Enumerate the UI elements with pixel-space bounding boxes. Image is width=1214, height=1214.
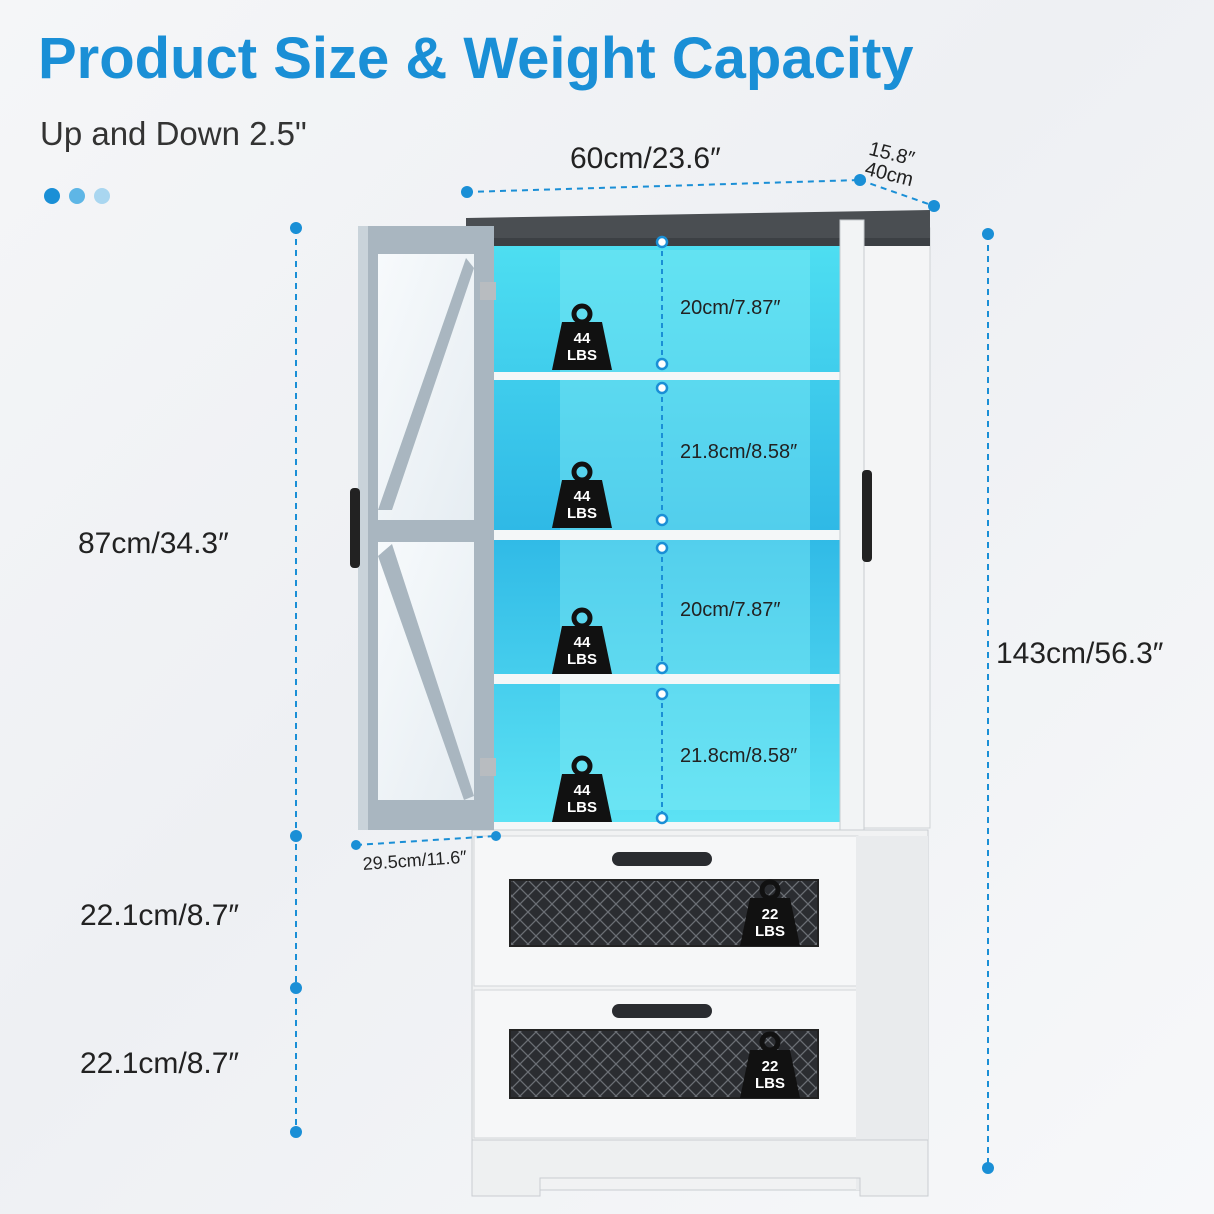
dimension-lines [295, 179, 989, 1168]
shelf-2-spacing-label: 21.8cm/8.58″ [680, 441, 798, 463]
page-title: Product Size & Weight Capacity [38, 26, 914, 91]
indicator-dot-3 [94, 188, 110, 204]
shelf-spacing-endpoints [655, 235, 669, 825]
indicator-dot-1 [44, 188, 60, 204]
glass-door [350, 226, 496, 830]
page-subtitle: Up and Down 2.5" [40, 115, 307, 152]
dimension-endpoints [290, 174, 994, 1174]
shelf-3-spacing-label: 20cm/7.87″ [680, 599, 781, 621]
indicator-dot-2 [69, 188, 85, 204]
drawer-1-height-label: 22.1cm/8.7″ [80, 899, 240, 932]
shelf-4-spacing-label: 21.8cm/8.58″ [680, 745, 798, 767]
cabinet-body [466, 210, 931, 1197]
weight-badge-shapes [552, 303, 800, 1098]
door-height-label: 87cm/34.3″ [78, 527, 229, 560]
drawer-2-height-label: 22.1cm/8.7″ [80, 1047, 240, 1080]
width-label: 60cm/23.6″ [570, 142, 721, 175]
shelf-1-spacing-label: 20cm/7.87″ [680, 297, 781, 319]
total-height-label: 143cm/56.3″ [996, 637, 1164, 670]
